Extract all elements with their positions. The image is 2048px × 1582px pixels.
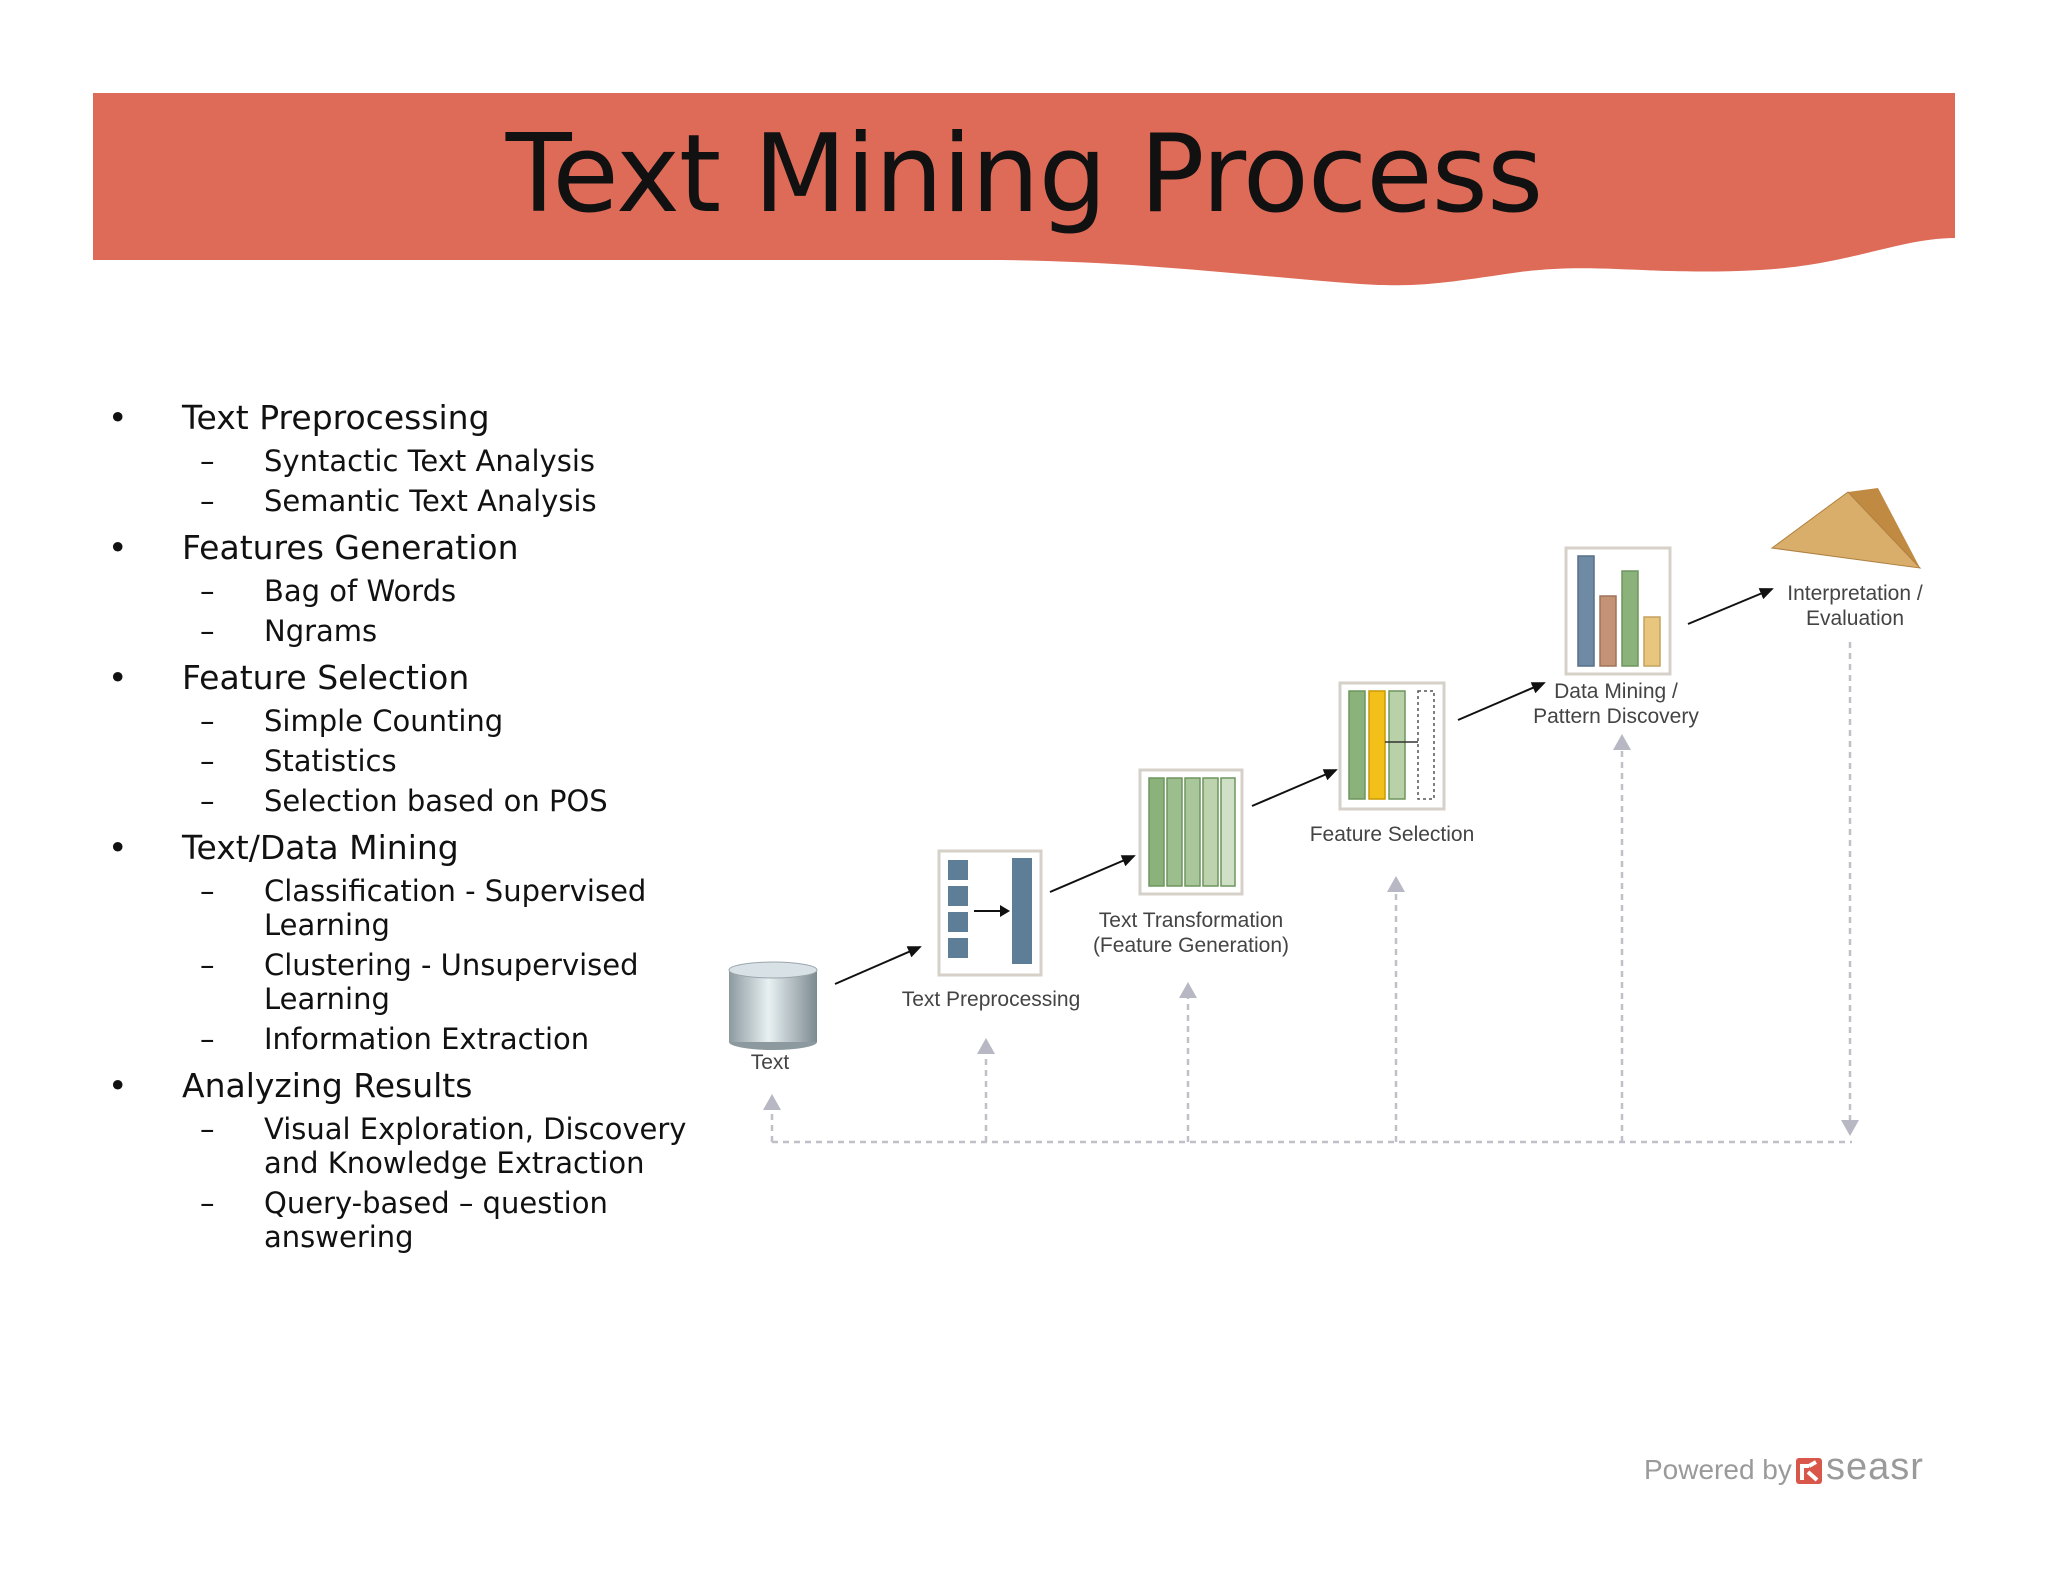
sub-bullet-item: Selection based on POS [108, 784, 708, 818]
stage-label-preprocessing: Text Preprocessing [901, 988, 1081, 1011]
stage-label-transformation: Text Transformation (Feature Generation) [1092, 909, 1290, 957]
sub-bullet-item: Visual Exploration, Discovery and Knowle… [108, 1112, 708, 1180]
bar-chart-icon [1564, 546, 1672, 676]
database-icon [728, 961, 818, 1050]
stage-label-text: Text [750, 1051, 790, 1074]
sub-bullet-item: Clustering - Unsupervised Learning [108, 948, 708, 1016]
stage-label-feature-selection: Feature Selection [1309, 823, 1475, 846]
banner-shape [93, 93, 1955, 286]
bullet-item: Feature Selection [108, 658, 708, 698]
feedback-loop [770, 642, 1852, 1144]
stage-label-data-mining: Data Mining / Pattern Discovery [1533, 680, 1699, 728]
sub-bullet-item: Semantic Text Analysis [108, 484, 708, 518]
stage-label-interpretation: Interpretation / Evaluation [1787, 582, 1923, 630]
sub-bullet-item: Information Extraction [108, 1022, 708, 1056]
pyramid-icon [1770, 488, 1922, 569]
title-banner [93, 93, 1955, 286]
bullet-list: Text Preprocessing Syntactic Text Analys… [108, 388, 708, 1254]
feedback-arrowheads [763, 734, 1859, 1136]
flow-arrows [834, 588, 1774, 985]
brand-name: seasr [1826, 1446, 1924, 1488]
bullet-item: Features Generation [108, 528, 708, 568]
bullet-item: Analyzing Results [108, 1066, 708, 1106]
powered-by-text: Powered by [1644, 1454, 1792, 1485]
sub-bullet-item: Statistics [108, 744, 708, 778]
bullet-item: Text/Data Mining [108, 828, 708, 868]
sub-bullet-item: Bag of Words [108, 574, 708, 608]
bullet-item: Text Preprocessing [108, 398, 708, 438]
feature-columns-icon [1138, 768, 1244, 896]
sub-bullet-item: Syntactic Text Analysis [108, 444, 708, 478]
sub-bullet-item: Query-based – question answering [108, 1186, 708, 1254]
sub-bullet-item: Ngrams [108, 614, 708, 648]
feature-selection-icon [1338, 681, 1446, 811]
sub-bullet-item: Simple Counting [108, 704, 708, 738]
seasr-logo-icon [1796, 1458, 1822, 1484]
preprocessing-icon [937, 849, 1043, 977]
sub-bullet-item: Classification - Supervised Learning [108, 874, 708, 942]
slide-title: Text Mining Process [505, 112, 1543, 237]
